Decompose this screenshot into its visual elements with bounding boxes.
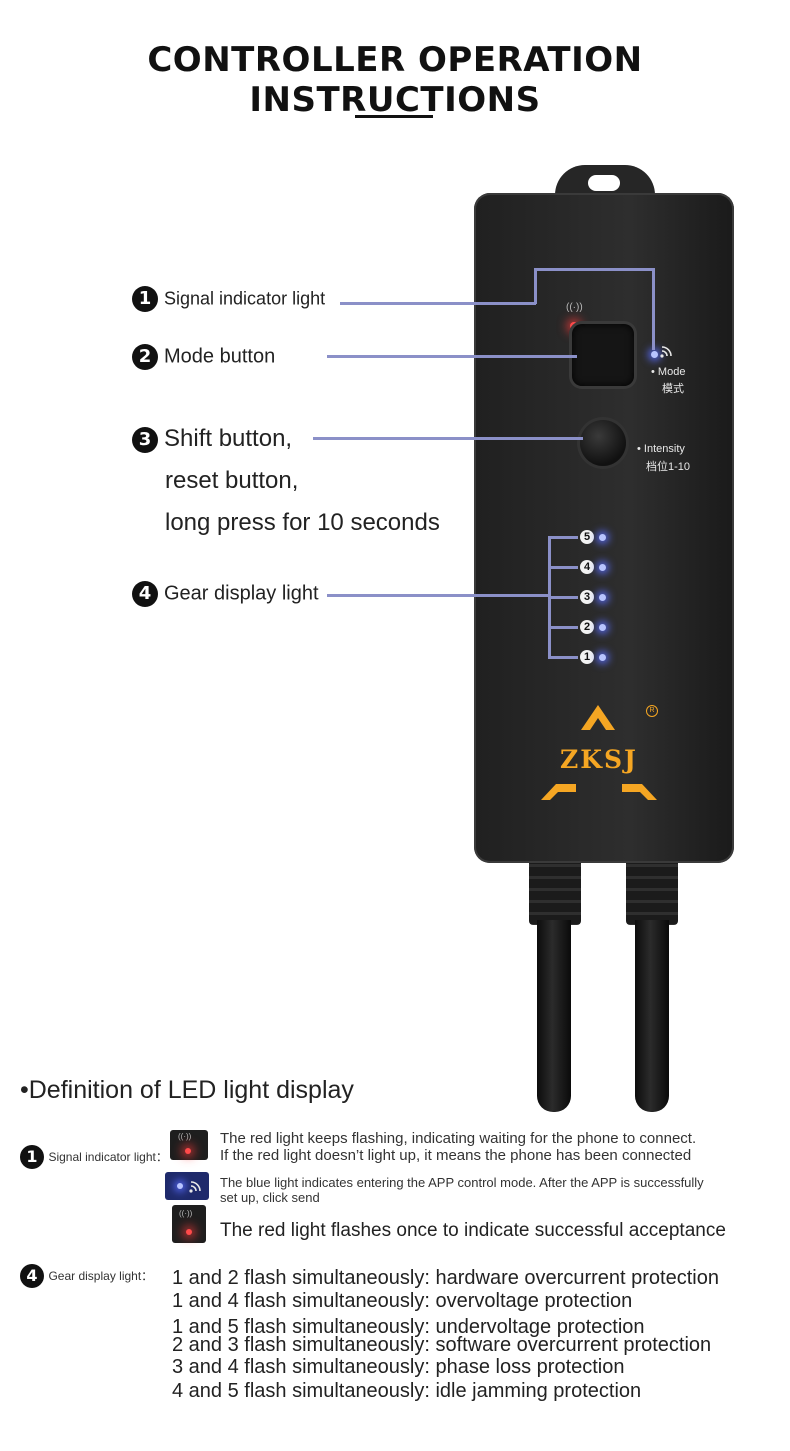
cable-left bbox=[537, 920, 571, 1112]
signal-icon: ((·)) bbox=[178, 1132, 192, 1141]
intensity-label-cn: 档位1-10 bbox=[646, 461, 691, 473]
leader-line-3 bbox=[313, 437, 583, 440]
cable-strain-relief-left bbox=[529, 855, 581, 925]
legend-number-4: 4 bbox=[20, 1264, 44, 1288]
gear-led-5 bbox=[599, 534, 606, 541]
gear-bracket-tick-3 bbox=[548, 596, 578, 599]
wifi-icon bbox=[189, 1179, 203, 1198]
mode-button[interactable] bbox=[572, 324, 634, 386]
blue-led-icon bbox=[177, 1183, 183, 1189]
leader-line-4 bbox=[327, 594, 551, 597]
legend-gear-label-wrap: 4 Gear display light： bbox=[20, 1264, 153, 1288]
callout-shift-line-3: long press for 10 seconds bbox=[165, 509, 440, 536]
legend-signal-row1: The red light keeps flashing, indicating… bbox=[220, 1130, 780, 1164]
legend-signal-row1-line2: If the red light doesn’t light up, it me… bbox=[220, 1147, 692, 1164]
gear-bracket-tick-4 bbox=[548, 566, 578, 569]
legend-signal-label-wrap: 1 Signal indicator light： bbox=[20, 1145, 168, 1169]
legend-red-led-thumb-1: ((·)) bbox=[170, 1130, 208, 1160]
gear-led-2 bbox=[599, 624, 606, 631]
legend-gear-label: Gear display light： bbox=[48, 1269, 154, 1284]
shift-button[interactable] bbox=[580, 420, 626, 466]
legend-heading: •Definition of LED light display bbox=[20, 1076, 354, 1104]
callout-signal-indicator: 1 Signal indicator light bbox=[132, 286, 325, 312]
mode-label-wrap: • Mode bbox=[651, 366, 686, 378]
callout-gear-display: 4 Gear display light bbox=[132, 581, 319, 607]
gear-bracket-tick-1 bbox=[548, 656, 578, 659]
red-led-icon bbox=[185, 1148, 191, 1154]
gear-flash-item-5: 3 and 4 flash simultaneously: phase loss… bbox=[172, 1356, 625, 1378]
legend-signal-row1-line1: The red light keeps flashing, indicating… bbox=[220, 1130, 697, 1147]
callout-signal-text: Signal indicator light bbox=[164, 288, 326, 309]
red-led-icon bbox=[186, 1229, 192, 1235]
leader-bracket-right bbox=[652, 268, 655, 350]
intensity-label-wrap: • Intensity bbox=[637, 443, 685, 455]
wifi-icon bbox=[660, 344, 674, 363]
brand-logo-mark bbox=[536, 700, 666, 815]
gear-flash-item-6: 4 and 5 flash simultaneously: idle jammi… bbox=[172, 1380, 642, 1402]
gear-number-5: 5 bbox=[580, 530, 594, 544]
brand-name: ZKSJ bbox=[560, 745, 638, 774]
legend-number-1: 1 bbox=[20, 1145, 44, 1169]
gear-number-1: 1 bbox=[580, 650, 594, 664]
title-underline bbox=[355, 115, 433, 118]
leader-line-1 bbox=[340, 302, 536, 305]
mode-blue-led bbox=[651, 351, 658, 358]
legend-signal-row2-line2: set up, click send bbox=[220, 1190, 320, 1205]
gear-number-2: 2 bbox=[580, 620, 594, 634]
gear-number-4: 4 bbox=[580, 560, 594, 574]
mode-label: Mode bbox=[657, 366, 686, 378]
legend-signal-label: Signal indicator light： bbox=[48, 1150, 168, 1165]
callout-number-1: 1 bbox=[132, 286, 158, 312]
gear-bracket-tick-5 bbox=[548, 536, 578, 539]
page-title: CONTROLLER OPERATION INSTRUCTIONS bbox=[147, 40, 643, 120]
gear-number-3: 3 bbox=[580, 590, 594, 604]
legend-blue-led-thumb bbox=[165, 1172, 209, 1200]
leader-line-2 bbox=[327, 355, 577, 358]
gear-bracket-tick-2 bbox=[548, 626, 578, 629]
legend-signal-row3: The red light flashes once to indicate s… bbox=[220, 1220, 726, 1241]
legend-signal-row2-line1: The blue light indicates entering the AP… bbox=[220, 1175, 704, 1190]
signal-icon: ((·)) bbox=[179, 1209, 193, 1218]
callout-number-3: 3 bbox=[132, 426, 158, 453]
gear-led-1 bbox=[599, 654, 606, 661]
signal-icon: ((·)) bbox=[566, 302, 583, 313]
registered-mark: R bbox=[646, 705, 658, 717]
gear-flash-item-2: 1 and 4 flash simultaneously: overvoltag… bbox=[172, 1290, 633, 1312]
callout-shift-line-1: Shift button, bbox=[164, 425, 293, 452]
callout-shift-line-2: reset button, bbox=[165, 467, 299, 494]
callout-gear-text: Gear display light bbox=[164, 582, 319, 605]
intensity-label: Intensity bbox=[643, 443, 685, 455]
gear-led-4 bbox=[599, 564, 606, 571]
gear-flash-item-3: 1 and 5 flash simultaneously: undervolta… bbox=[172, 1316, 645, 1338]
gear-flash-item-1: 1 and 2 flash simultaneously: hardware o… bbox=[172, 1267, 719, 1289]
cable-right bbox=[635, 920, 669, 1112]
mode-label-cn: 模式 bbox=[662, 383, 684, 395]
legend-red-led-thumb-2: ((·)) bbox=[172, 1205, 206, 1243]
legend-gear-list: 1 and 2 flash simultaneously: hardware o… bbox=[172, 1267, 782, 1403]
callout-mode-text: Mode button bbox=[164, 345, 276, 368]
legend-signal-row2: The blue light indicates entering the AP… bbox=[220, 1175, 780, 1205]
callout-mode-button: 2 Mode button bbox=[132, 344, 275, 370]
callout-number-4: 4 bbox=[132, 581, 158, 607]
gear-flash-item-4: 2 and 3 flash simultaneously: software o… bbox=[172, 1334, 712, 1356]
cable-strain-relief-right bbox=[626, 855, 678, 925]
leader-bracket-top bbox=[534, 268, 655, 271]
gear-led-3 bbox=[599, 594, 606, 601]
callout-number-2: 2 bbox=[132, 344, 158, 370]
device-hanging-hole bbox=[588, 175, 620, 191]
leader-bracket-left bbox=[534, 269, 537, 304]
